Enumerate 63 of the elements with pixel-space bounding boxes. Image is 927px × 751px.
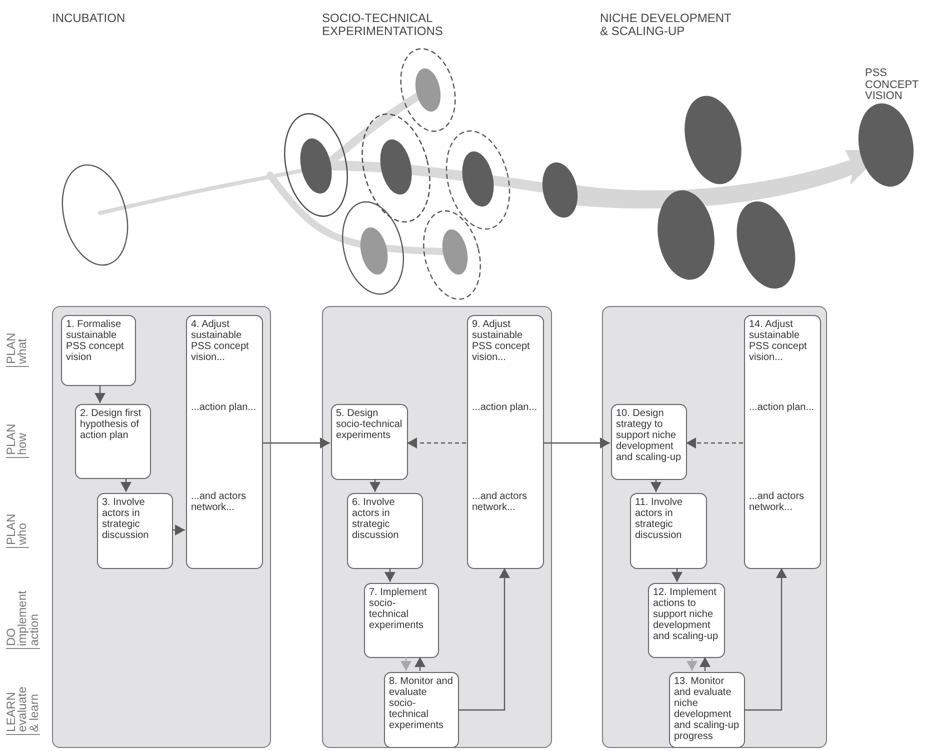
row-label: PLAN what bbox=[6, 328, 29, 366]
step-box bbox=[75, 404, 151, 479]
arrow bbox=[650, 479, 662, 492]
step-text: 14. Adjust sustainable PSS concept vision... bbox=[749, 319, 808, 363]
step-box bbox=[364, 583, 439, 658]
arrow bbox=[94, 385, 106, 403]
step-text: 2. Design first hypothesis of action plan bbox=[80, 408, 142, 441]
step-text: ...and actors network... bbox=[472, 491, 528, 513]
arrow bbox=[400, 657, 412, 671]
row-label: PLAN how bbox=[6, 420, 29, 458]
step-box bbox=[331, 404, 408, 480]
step-text: 5. Design socio-technical experiments bbox=[336, 408, 404, 441]
phase-title: INCUBATION bbox=[52, 12, 126, 25]
arrow bbox=[262, 438, 330, 448]
goal-label: PSS CONCEPT VISION bbox=[865, 68, 919, 103]
step-text: 11. Involve actors in strategic discussion bbox=[635, 497, 684, 541]
dashed-arrow bbox=[686, 438, 743, 448]
arrow bbox=[120, 478, 132, 492]
adjust-step-box bbox=[744, 315, 821, 569]
step-text: 8. Monitor and evaluate socio-technical experiments bbox=[389, 676, 454, 731]
arrow bbox=[414, 657, 426, 671]
step-box bbox=[611, 404, 687, 480]
step-text: ...action plan... bbox=[472, 402, 538, 413]
phase-panel bbox=[602, 306, 827, 748]
arrow bbox=[744, 568, 787, 711]
arrow bbox=[172, 524, 185, 536]
step-text: ...action plan... bbox=[191, 402, 258, 413]
adjust-step-box bbox=[467, 315, 544, 569]
step-box bbox=[669, 672, 745, 748]
row-label: DO implement action bbox=[6, 587, 40, 649]
step-box bbox=[630, 493, 707, 569]
step-box bbox=[347, 493, 423, 569]
step-text: 1. Formalise sustainable PSS concept vision bbox=[66, 319, 125, 363]
step-text: 12. Implement actions to support niche development and scaling-up bbox=[653, 587, 720, 642]
step-text: 7. Implement socio-technical experiments bbox=[369, 587, 428, 631]
phase-title: NICHE DEVELOPMENT & SCALING-UP bbox=[600, 12, 732, 38]
arrow bbox=[384, 568, 396, 582]
step-text: 9. Adjust sustainable PSS concept vision... bbox=[472, 319, 531, 363]
step-text: ...and actors network... bbox=[749, 491, 806, 513]
dashed-arrow bbox=[407, 438, 466, 448]
step-box bbox=[648, 583, 725, 658]
arrow bbox=[543, 438, 610, 448]
arrow bbox=[370, 479, 380, 492]
step-text: 13. Monitor and evaluate niche development and scaling-up progress bbox=[674, 676, 740, 742]
step-text: ...action plan... bbox=[749, 402, 816, 413]
row-label: PLAN who bbox=[6, 510, 29, 548]
step-box bbox=[384, 672, 459, 748]
adjust-step-box bbox=[186, 315, 263, 569]
arrow bbox=[672, 568, 682, 582]
step-text: 3. Involve actors in strategic discussion bbox=[102, 497, 150, 541]
phase-title: SOCIO-TECHNICAL EXPERIMENTATIONS bbox=[322, 12, 444, 38]
arrow bbox=[458, 568, 510, 711]
arrow bbox=[700, 657, 710, 671]
step-text: 6. Involve actors in strategic discussion bbox=[352, 497, 400, 541]
phase-panel bbox=[322, 306, 552, 748]
step-text: 10. Design strategy to support niche development and scaling-up bbox=[616, 408, 682, 463]
step-text: ...and actors network... bbox=[191, 491, 248, 513]
arrow bbox=[686, 657, 698, 671]
step-box bbox=[61, 315, 136, 386]
phase-panel bbox=[52, 306, 271, 748]
step-box bbox=[97, 493, 173, 569]
step-text: 4. Adjust sustainable PSS concept vision... bbox=[191, 319, 250, 363]
row-label: LEARN evaluate & learn bbox=[6, 682, 40, 734]
